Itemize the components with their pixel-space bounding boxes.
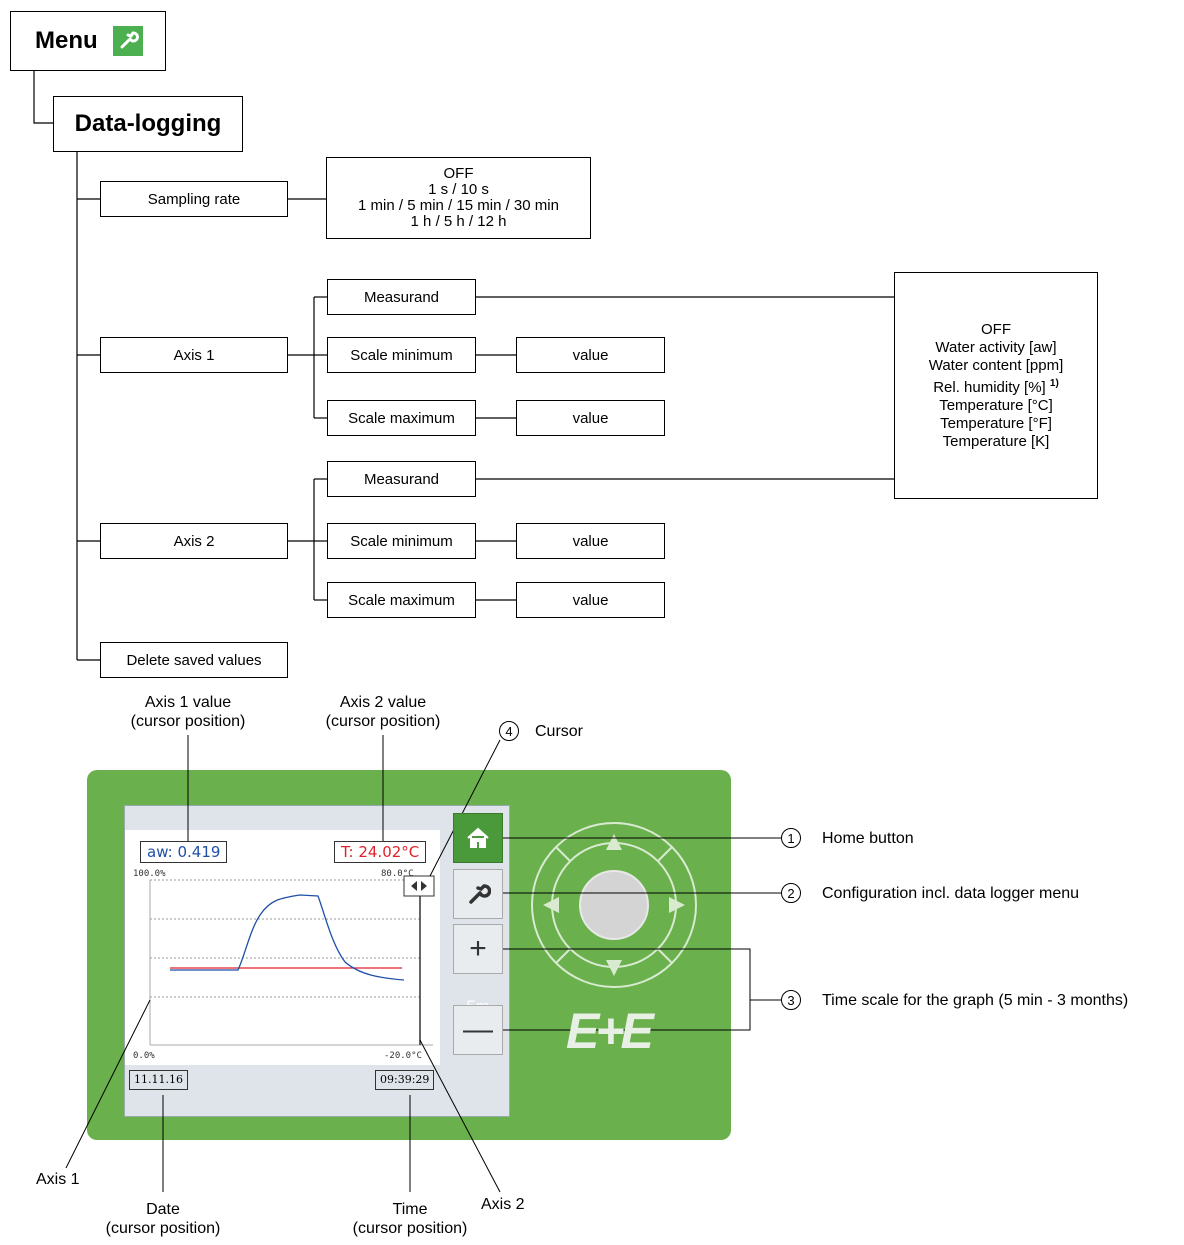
option: Temperature [°F] (940, 414, 1052, 432)
axis2-max-value-box: value (516, 582, 665, 618)
scale-max-label: Scale maximum (348, 591, 455, 609)
timescale-callout: Time scale for the graph (5 min - 3 mont… (822, 992, 1129, 1009)
scale-min-label: Scale minimum (350, 346, 453, 364)
cursor-handle (403, 875, 435, 897)
axis1-series-line (170, 894, 405, 981)
measurand-options-box: OFF Water activity [aw] Water content [p… (894, 272, 1098, 499)
sampling-rate-options: OFF 1 s / 10 s 1 min / 5 min / 15 min / … (326, 157, 591, 239)
data-logging-label: Data-logging (74, 110, 222, 137)
left-arrow-icon (543, 897, 559, 913)
callout-line-2: (cursor position) (352, 1220, 468, 1237)
menu-box: Menu (10, 11, 166, 71)
callout-line-1: Date (146, 1201, 180, 1218)
time-callout: Time (cursor position) (330, 1200, 490, 1238)
up-arrow-icon (606, 834, 622, 850)
value-label: value (572, 409, 609, 427)
date-stamp: 11.11.16 (129, 1070, 188, 1090)
callout-line-1: Time (392, 1201, 428, 1218)
graph-area (125, 830, 440, 1065)
config-callout: Configuration incl. data logger menu (822, 885, 1080, 902)
axis1-max-value-box: value (516, 400, 665, 436)
wrench-icon (469, 884, 491, 904)
callout-line-1: Axis 2 value (339, 694, 427, 711)
option: 1 h / 5 h / 12 h (410, 213, 507, 230)
callout-number-3: 3 (781, 990, 801, 1010)
sampling-rate-box: Sampling rate (100, 181, 288, 217)
option: Water activity [aw] (935, 338, 1057, 356)
axis1-callout: Axis 1 (36, 1171, 80, 1188)
delete-saved-values-box: Delete saved values (100, 642, 288, 678)
home-icon (467, 827, 489, 848)
date-callout: Date (cursor position) (83, 1200, 243, 1238)
minus-icon: — (463, 1013, 493, 1046)
wrench-icon (112, 26, 143, 56)
nav-wheel (531, 822, 697, 988)
delete-label: Delete saved values (126, 651, 262, 669)
callout-line-2: (cursor position) (105, 1220, 221, 1237)
option: 1 s / 10 s (428, 181, 489, 198)
menu-label: Menu (35, 27, 98, 54)
option: Temperature [°C] (939, 396, 1053, 414)
option: Water content [ppm] (928, 356, 1064, 374)
axis1-min-value-box: value (516, 337, 665, 373)
option: 1 min / 5 min / 15 min / 30 min (358, 197, 559, 214)
value-label: value (572, 532, 609, 550)
time-stamp: 09:39:29 (375, 1070, 435, 1090)
plus-icon: + (469, 932, 487, 965)
axis2-value-callout: Axis 2 value (cursor position) (303, 693, 463, 731)
home-callout: Home button (822, 830, 914, 847)
axis2-box: Axis 2 (100, 523, 288, 559)
option: OFF (443, 165, 474, 182)
axis1-top-label: 100.0% (133, 869, 166, 879)
axis1-value-callout: Axis 1 value (cursor position) (108, 693, 268, 731)
axis1-readout: aw: 0.419 (140, 841, 228, 863)
config-button[interactable] (453, 869, 503, 919)
measurand-label: Measurand (363, 288, 440, 306)
home-button[interactable] (453, 813, 503, 863)
callout-line-1: Axis 1 value (144, 694, 232, 711)
axis2-measurand-box: Measurand (327, 461, 476, 497)
option: Temperature [K] (942, 432, 1050, 450)
zoom-in-button[interactable]: + (453, 924, 503, 974)
axis1-scale-max-box: Scale maximum (327, 400, 476, 436)
axis1-bottom-label: 0.0% (133, 1051, 155, 1061)
sampling-rate-label: Sampling rate (147, 190, 241, 208)
axis2-top-label: 80.0°C (381, 869, 414, 879)
down-arrow-icon (606, 960, 622, 976)
axis2-label: Axis 2 (173, 532, 215, 550)
axis1-label: Axis 1 (173, 346, 215, 364)
callout-number-2: 2 (781, 883, 801, 903)
scale-max-label: Scale maximum (348, 409, 455, 427)
callout-number-4: 4 (499, 721, 519, 741)
axis1-measurand-box: Measurand (327, 279, 476, 315)
value-label: value (572, 591, 609, 609)
axis2-scale-min-box: Scale minimum (327, 523, 476, 559)
measurand-label: Measurand (363, 470, 440, 488)
zoom-out-button[interactable]: — (453, 1005, 503, 1055)
axis2-callout: Axis 2 (481, 1196, 525, 1213)
option: OFF (981, 320, 1011, 338)
brand-logo: E+E (566, 1003, 654, 1059)
cursor-callout: Cursor (535, 723, 584, 740)
callout-number-1: 1 (781, 828, 801, 848)
callout-line-2: (cursor position) (325, 713, 441, 730)
axis1-scale-min-box: Scale minimum (327, 337, 476, 373)
axis2-readout: T: 24.02°C (334, 841, 427, 863)
footnote-mark: 1) (1049, 377, 1059, 389)
axis1-box: Axis 1 (100, 337, 288, 373)
axis2-scale-max-box: Scale maximum (327, 582, 476, 618)
data-logging-box: Data-logging (53, 96, 243, 152)
callout-line-2: (cursor position) (130, 713, 246, 730)
axis2-bottom-label: -20.0°C (384, 1051, 422, 1061)
option: Rel. humidity [%] 1) (933, 377, 1059, 396)
value-label: value (572, 346, 609, 364)
right-arrow-icon (669, 897, 685, 913)
scale-min-label: Scale minimum (350, 532, 453, 550)
axis2-min-value-box: value (516, 523, 665, 559)
center-button (579, 870, 649, 940)
